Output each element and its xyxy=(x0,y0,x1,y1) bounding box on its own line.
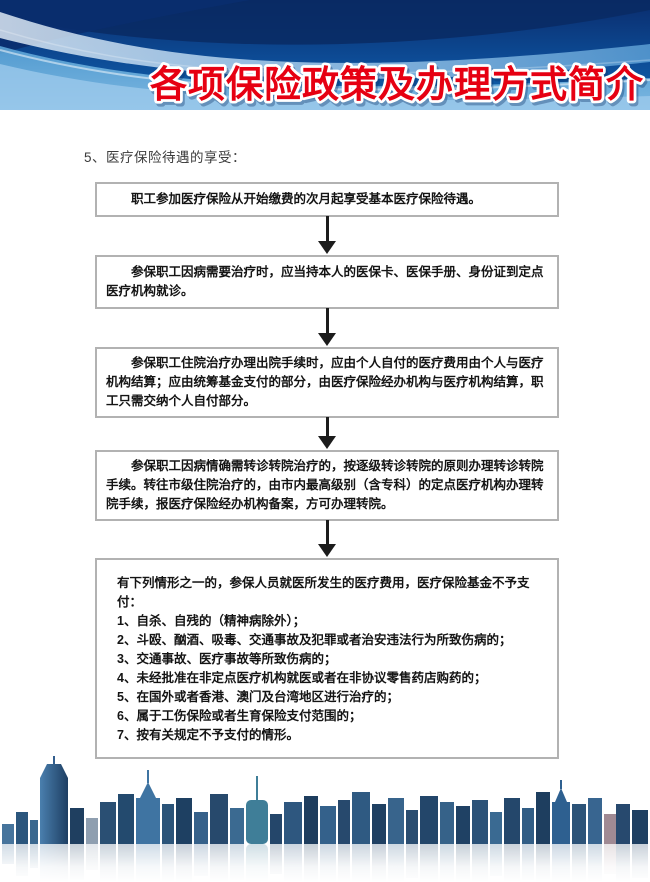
poster-title-shadow: 各项保险政策及办理方式简介 xyxy=(152,67,646,108)
flow-step-1: 职工参加医疗保险从开始缴费的次月起享受基本医疗保险待遇。 xyxy=(95,182,559,217)
exclusion-item-2: 2、斗殴、酗酒、吸毒、交通事故及犯罪或者治安违法行为所致伤病的； xyxy=(117,633,512,647)
flow-arrow-down-2 xyxy=(318,308,336,346)
flow-step-4-text: 参保职工因病情确需转诊转院治疗的，按逐级转诊转院的原则办理转诊转院手续。转往市级… xyxy=(106,459,544,511)
flow-step-3: 参保职工住院治疗办理出院手续时，应由个人自付的医疗费用由个人与医疗机构结算；应由… xyxy=(95,347,559,418)
flow-step-3-text: 参保职工住院治疗办理出院手续时，应由个人自付的医疗费用由个人与医疗机构结算；应由… xyxy=(106,356,544,408)
arrow-head-icon xyxy=(318,241,336,254)
section-heading: 5、医疗保险待遇的享受： xyxy=(84,150,247,165)
exclusion-intro: 有下列情形之一的，参保人员就医所发生的医疗费用，医疗保险基金不予支付： xyxy=(117,576,530,609)
exclusion-item-4: 4、未经批准在非定点医疗机构就医或者在非协议零售药店购药的； xyxy=(117,671,487,685)
flow-step-5: 有下列情形之一的，参保人员就医所发生的医疗费用，医疗保险基金不予支付： 1、自杀… xyxy=(95,558,559,759)
poster-title: 各项保险政策及办理方式简介 xyxy=(150,64,644,105)
arrow-shaft xyxy=(325,216,329,244)
flow-step-2: 参保职工因病需要治疗时，应当持本人的医保卡、医保手册、身份证到定点医疗机构就诊。 xyxy=(95,255,559,309)
header-background-graphic: 各项保险政策及办理方式简介 各项保险政策及办理方式简介 xyxy=(0,0,650,110)
exclusion-item-3: 3、交通事故、医疗事故等所致伤病的； xyxy=(117,652,337,666)
exclusion-item-5: 5、在国外或者香港、澳门及台湾地区进行治疗的； xyxy=(117,690,399,704)
flow-step-4: 参保职工因病情确需转诊转院治疗的，按逐级转诊转院的原则办理转诊转院手续。转往市级… xyxy=(95,450,559,521)
exclusion-item-7: 7、按有关规定不予支付的情形。 xyxy=(117,728,299,742)
flow-arrow-down-1 xyxy=(318,216,336,254)
flow-arrow-down-3 xyxy=(318,417,336,449)
city-skyline-graphic xyxy=(0,752,650,882)
arrow-shaft xyxy=(325,520,329,547)
exclusion-item-1: 1、自杀、自残的（精神病除外）； xyxy=(117,614,306,628)
exclusion-item-6: 6、属于工伤保险或者生育保险支付范围的； xyxy=(117,709,362,723)
flow-step-1-text: 职工参加医疗保险从开始缴费的次月起享受基本医疗保险待遇。 xyxy=(131,192,482,206)
flow-arrow-down-4 xyxy=(318,520,336,557)
arrow-shaft xyxy=(325,417,329,439)
flow-step-2-text: 参保职工因病需要治疗时，应当持本人的医保卡、医保手册、身份证到定点医疗机构就诊。 xyxy=(106,265,544,298)
arrow-head-icon xyxy=(318,333,336,346)
arrow-head-icon xyxy=(318,544,336,557)
arrow-head-icon xyxy=(318,436,336,449)
header-banner: 各项保险政策及办理方式简介 各项保险政策及办理方式简介 xyxy=(0,0,650,110)
arrow-shaft xyxy=(325,308,329,336)
